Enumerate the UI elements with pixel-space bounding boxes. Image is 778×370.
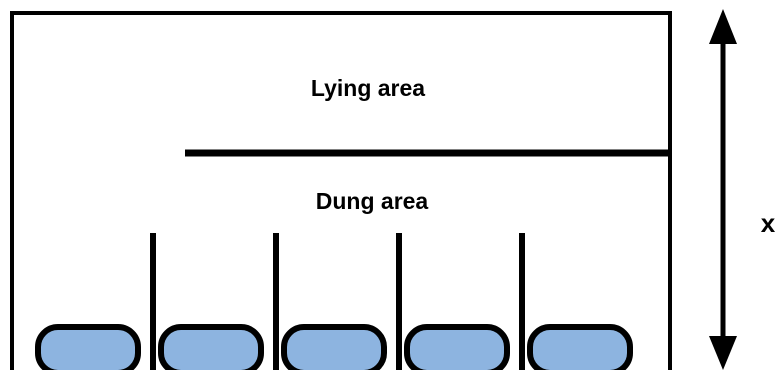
feeder-row <box>35 324 633 370</box>
pen-outline <box>10 11 672 370</box>
dimension-arrow <box>709 9 737 370</box>
dung-area-label: Dung area <box>316 188 429 214</box>
feeder <box>404 324 510 370</box>
dimension-label: x <box>761 208 776 238</box>
feeder <box>281 324 387 370</box>
feeder <box>527 324 633 370</box>
arrowhead-down-icon <box>709 336 737 370</box>
stall-partitions <box>150 233 525 370</box>
feeder <box>158 324 264 370</box>
feeder <box>35 324 141 370</box>
lying-area-label: Lying area <box>311 75 425 101</box>
arrowhead-up-icon <box>709 9 737 44</box>
